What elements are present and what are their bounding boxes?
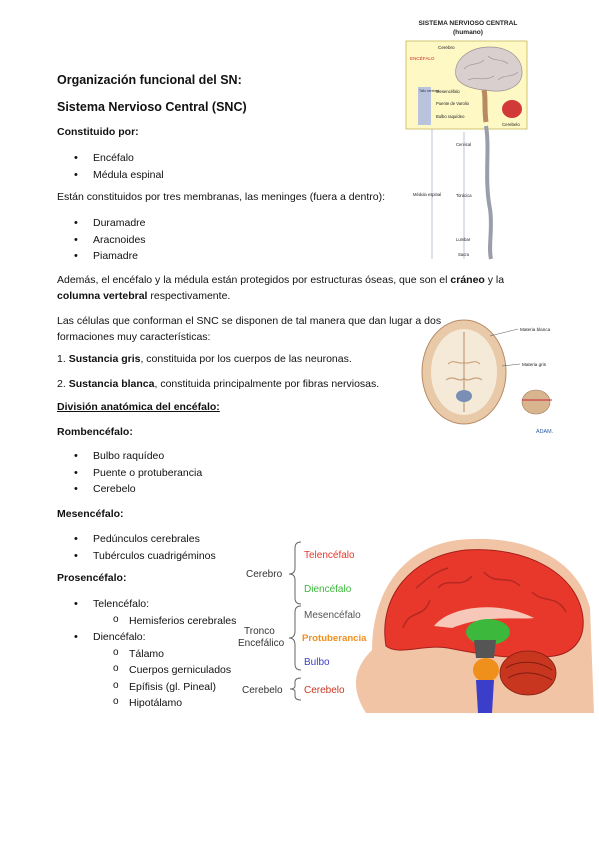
sub-list-item: Epífisis (gl. Pineal)	[57, 678, 317, 696]
axial-brain-figure: Materia blanca Materia gris ADAM.	[421, 319, 553, 435]
cerebellum-shape	[502, 100, 522, 118]
list-item: Duramadre	[57, 215, 357, 232]
cerebral-gyri	[402, 567, 567, 629]
spinal-cord-shape	[484, 125, 493, 260]
membranas-intro: Están constituidos por tres membranas, l…	[57, 191, 385, 203]
tallo-label: Tallo cerebral	[419, 89, 439, 93]
list-item: Pedúnculos cerebrales	[57, 531, 357, 548]
list-item: Encéfalo	[57, 150, 357, 167]
proteccion-text: y la	[484, 274, 505, 286]
label-bulbo: Bulbo	[304, 657, 330, 668]
columna-term: columna vertebral	[57, 290, 148, 302]
blanca-pointer	[489, 328, 519, 337]
list-item: Médula espinal	[57, 167, 357, 184]
diencefalo-region	[466, 619, 510, 645]
lumbar-label: Lumbar	[456, 237, 471, 242]
tronco-bracket	[288, 605, 302, 671]
constituido-list: Encéfalo Médula espinal	[57, 150, 357, 183]
sub-list-item: Hemisferios cerebrales	[57, 612, 317, 630]
mesencefalo-label: Mesencéfalo:	[57, 508, 124, 520]
axial-midbrain	[456, 390, 472, 402]
blanca-label: Materia blanca	[520, 327, 551, 332]
sub-list-item: Cuerpos gerniculados	[57, 661, 317, 679]
corpus-callosum	[434, 607, 534, 628]
cerebrum-folds	[463, 55, 519, 81]
bulbo-fig-label: Bulbo raquídeo	[436, 114, 465, 119]
list-item: Puente o protuberancia	[57, 465, 357, 482]
list-item: Telencéfalo:	[57, 596, 317, 613]
prosencefalo-label: Prosencéfalo:	[57, 572, 127, 584]
cerebro-label: Cerebro	[438, 45, 455, 50]
proteccion-text: respectivamente.	[147, 290, 231, 302]
head-icon	[521, 389, 551, 415]
group-tronco-2: Encefálico	[238, 638, 285, 649]
mesencefalo-region	[474, 640, 496, 658]
group-cerebelo: Cerebelo	[242, 685, 283, 696]
formacion-number: 2.	[57, 378, 66, 390]
group-tronco-1: Tronco	[244, 626, 275, 637]
rombencefalo-list: Bulbo raquídeo Puente o protuberancia Ce…	[57, 448, 357, 498]
encefalo-label: ENCÉFALO	[410, 55, 435, 61]
adam-watermark: ADAM.	[536, 429, 553, 435]
constituido-label: Constituido por:	[57, 126, 139, 138]
snc-title-1: SISTEMA NERVIOSO CENTRAL	[419, 20, 518, 27]
bulbo-region	[476, 680, 494, 713]
formacion-text: , constituida por los cuerpos de las neu…	[140, 353, 352, 365]
group-cerebro: Cerebro	[246, 569, 283, 580]
formacion-2: 2. Sustancia blanca, constituida princip…	[57, 376, 379, 392]
label-telencefalo: Telencéfalo	[304, 550, 355, 561]
sustancia-gris-term: Sustancia gris	[68, 353, 141, 365]
list-item: Bulbo raquídeo	[57, 448, 357, 465]
medula-label: Médula espinal	[413, 192, 441, 197]
heading-organizacion: Organización funcional del SN:	[57, 73, 242, 87]
prosencefalo-list: Telencéfalo: Hemisferios cerebrales Dien…	[57, 596, 317, 712]
gris-label: Materia gris	[522, 362, 547, 367]
tallo-bar	[418, 87, 431, 125]
cervical-label: Cervical	[456, 142, 471, 147]
cerebelo-bracket	[289, 677, 302, 701]
sacra-label: Sacra	[458, 252, 470, 257]
craneo-term: cráneo	[450, 274, 485, 286]
snc-figure: SISTEMA NERVIOSO CENTRAL (humano) ENCÉFA…	[405, 20, 528, 260]
list-item: Piamadre	[57, 248, 357, 265]
protuberancia-region	[473, 658, 499, 682]
label-mesencefalo: Mesencéfalo	[304, 610, 361, 621]
gris-pointer	[501, 363, 521, 367]
list-item: Aracnoides	[57, 232, 357, 249]
cerebro-bracket	[288, 541, 302, 605]
label-cerebelo: Cerebelo	[304, 685, 345, 696]
membranas-list: Duramadre Aracnoides Piamadre	[57, 215, 357, 265]
label-protuberancia: Protuberancia	[302, 633, 367, 644]
list-item: Cerebelo	[57, 481, 357, 498]
telencefalo-region	[384, 549, 584, 659]
sub-list-item: Hipotálamo	[57, 694, 317, 712]
sub-list-item: Tálamo	[57, 645, 317, 663]
mesencefalo-list: Pedúnculos cerebrales Tubérculos cuadrig…	[57, 531, 357, 564]
rombencefalo-label: Rombencéfalo:	[57, 426, 133, 438]
stem-shape	[481, 89, 489, 123]
formacion-1: 1. Sustancia gris, constituida por los c…	[57, 351, 352, 367]
mesencefalo-fig-label: Mesencéfalo	[436, 89, 460, 94]
celulas-intro: Las células que conforman el SNC se disp…	[57, 315, 442, 343]
formacion-text: , constituida principalmente por fibras …	[154, 378, 380, 390]
sustancia-blanca-term: Sustancia blanca	[68, 378, 155, 390]
proteccion-paragraph: Además, el encéfalo y la médula están pr…	[57, 272, 527, 304]
toracica-label: Torácica	[456, 193, 472, 198]
puente-fig-label: Puente de Varolio	[436, 101, 470, 106]
division-title: División anatómica del encéfalo:	[57, 401, 220, 413]
cerebellum-folia	[505, 661, 553, 681]
formacion-number: 1.	[57, 353, 66, 365]
heading-snc: Sistema Nervioso Central (SNC)	[57, 100, 247, 114]
proteccion-text: Además, el encéfalo y la médula están pr…	[57, 274, 451, 286]
cerebelo-fig-label: Cerebelo	[502, 122, 520, 127]
sagittal-brain-figure: Cerebro Tronco Encefálico Cerebelo Telen…	[238, 538, 594, 713]
label-diencefalo: Diencéfalo	[304, 584, 352, 595]
cerebrum-shape	[455, 46, 523, 92]
list-item: Tubérculos cuadrigéminos	[57, 548, 357, 565]
axial-ventricles	[445, 361, 483, 381]
list-item: Diencéfalo:	[57, 629, 317, 646]
snc-title-2: (humano)	[453, 29, 483, 36]
